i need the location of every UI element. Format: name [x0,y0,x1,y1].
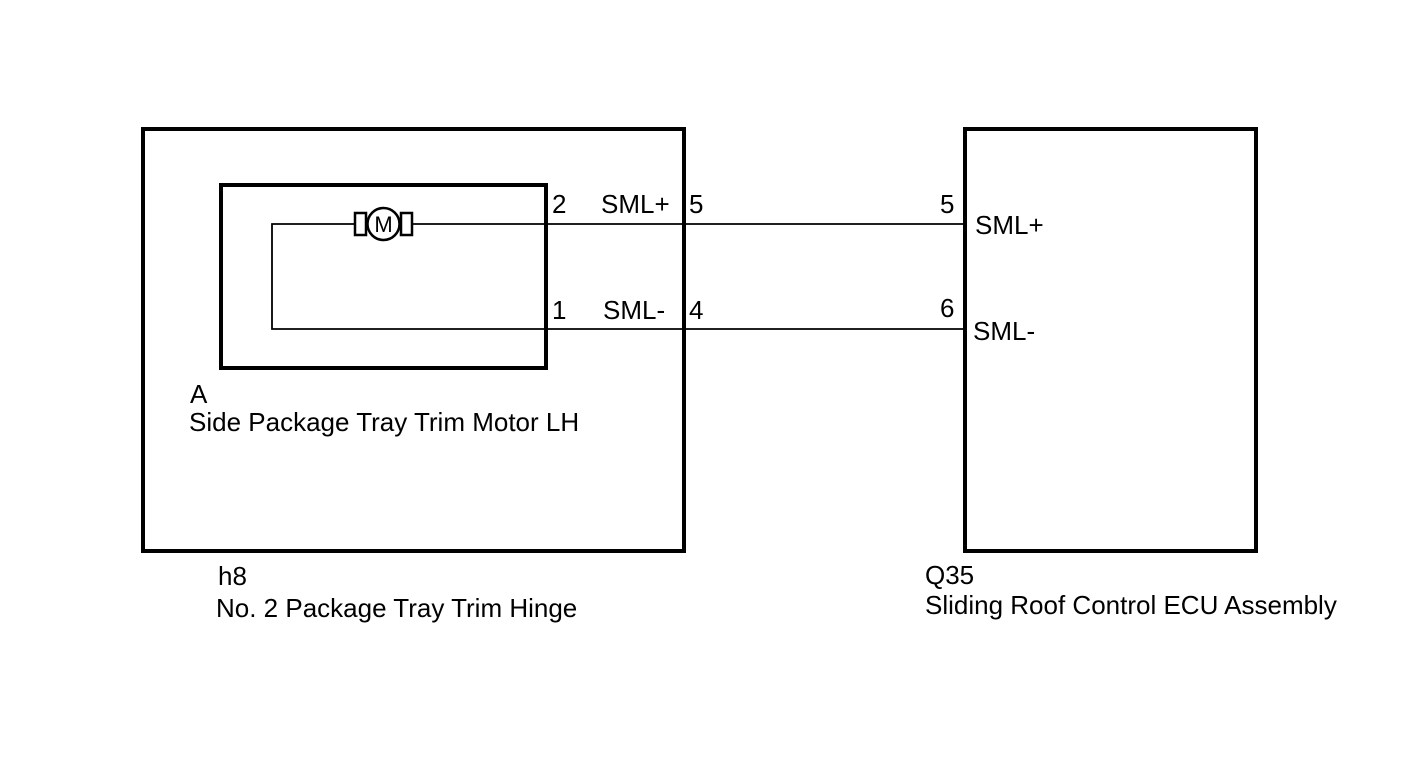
wire-loop [271,223,546,330]
ecu-pin-upper: 5 [940,189,954,219]
motor-symbol-icon: M [353,206,414,242]
hinge-pin-upper: 5 [689,189,703,219]
ecu-pin-lower: 6 [940,293,954,323]
ecu-assembly: Q35 Sliding Roof Control ECU Assembly 5 … [925,127,1337,620]
motor-component-code: A [190,379,208,409]
motor-component-box [219,183,548,370]
hinge-connector: h8 No. 2 Package Tray Trim Hinge 5 4 [141,127,703,623]
motor-component: A Side Package Tray Trim Motor LH 2 1 SM… [189,183,670,437]
hinge-connector-code: h8 [218,561,247,591]
motor-circle [366,206,401,242]
hinge-connector-box [141,127,686,553]
motor-pin-lower: 1 [552,295,566,325]
hinge-connector-name: No. 2 Package Tray Trim Hinge [216,593,577,623]
hinge-pin-lower: 4 [689,295,703,325]
ecu-assembly-box [963,127,1258,553]
motor-signal-lower: SML- [603,295,665,325]
wire-internal-loop [271,223,546,330]
motor-symbol-letter: M [374,212,392,237]
ecu-signal-upper: SML+ [975,210,1044,240]
motor-pin-upper: 2 [552,189,566,219]
motor-signal-upper: SML+ [601,189,670,219]
ecu-assembly-code: Q35 [925,560,974,590]
motor-component-name: Side Package Tray Trim Motor LH [189,407,579,437]
motor-terminal-left [353,211,368,237]
ecu-assembly-name: Sliding Roof Control ECU Assembly [925,590,1337,620]
ecu-signal-lower: SML- [973,316,1035,346]
motor-terminal-right [399,211,414,237]
